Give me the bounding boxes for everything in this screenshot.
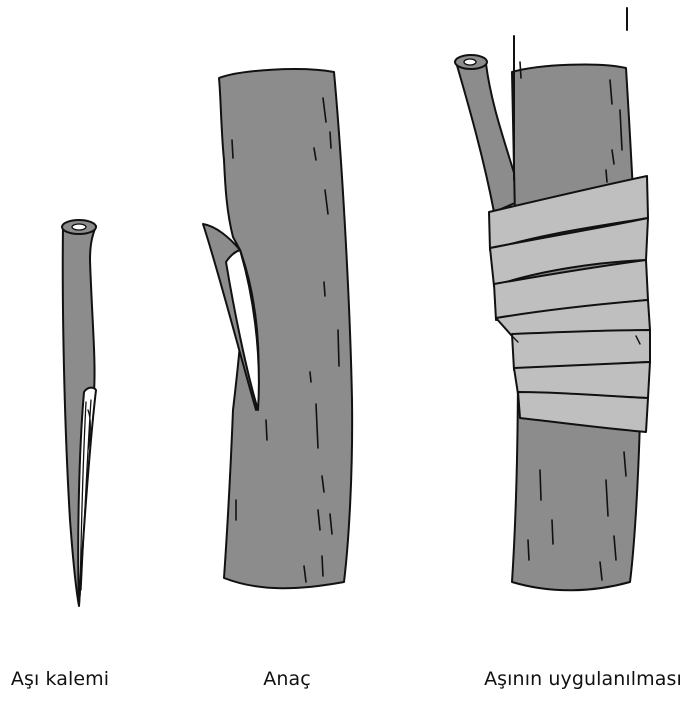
scion-caption: Aşı kalemi	[11, 668, 109, 690]
scion-end-core	[72, 224, 86, 230]
grafted-caption: Aşının uygulanılması	[484, 668, 682, 690]
rootstock-caption: Anaç	[263, 668, 311, 690]
grafted-scion-end-core	[464, 59, 476, 65]
rootstock-illustration	[203, 69, 352, 588]
grafting-tape-wrap	[489, 176, 650, 432]
scion-illustration	[62, 220, 96, 606]
grafted-illustration	[455, 8, 650, 590]
